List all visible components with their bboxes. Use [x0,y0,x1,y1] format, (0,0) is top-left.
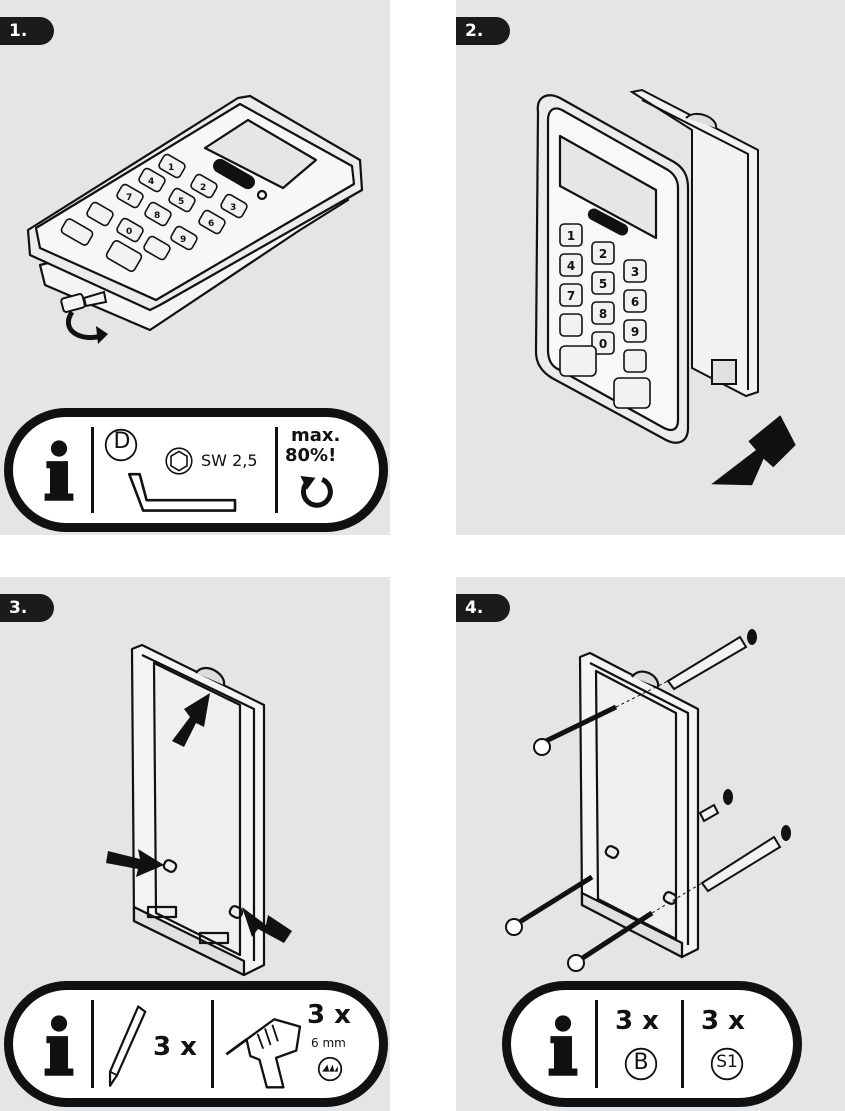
key-label: 2 [200,183,206,193]
key-label: 3 [631,265,639,279]
label-s1: S1 [716,1052,738,1072]
drill-icon [225,1018,302,1089]
key-label: 8 [599,307,607,321]
key-label: 0 [599,337,607,351]
divider [91,1000,94,1088]
hex-nut-icon [165,447,193,475]
info-icon [44,1015,74,1076]
divider [275,427,278,513]
info-icon [44,440,74,501]
label-b: B [633,1050,649,1075]
count-s1: 3 x [701,1006,745,1036]
step-number-badge: 3. [0,594,54,622]
step-4-panel: 4. [456,577,845,1111]
divider [595,1000,598,1088]
drill-size: 6 mm [311,1036,346,1050]
step-number-badge: 1. [0,17,54,45]
s1-circle-icon [710,1047,744,1081]
divider [91,427,94,513]
key-label: 4 [148,177,154,187]
divider [211,1000,214,1088]
step-number-badge: 2. [456,17,510,45]
key-label: 6 [631,295,639,309]
hex-size-label: SW 2,5 [201,451,258,470]
divider [681,1000,684,1088]
pencil-icon [108,1005,147,1087]
drill-count: 3 x [307,1000,351,1030]
allen-key-icon [127,472,237,512]
key-label: 0 [126,227,132,237]
key-label: 3 [230,203,236,213]
masonry-bit-icon [317,1056,343,1082]
info-bar: 3 x 3 x 6 mm [4,981,388,1107]
key-label: 1 [168,163,174,173]
backplate-marking-illustration [106,643,292,977]
torque-line-1: max. [291,425,341,446]
key-label: 7 [567,289,575,303]
info-bar: D SW 2,5 max. 80%! [4,408,388,532]
key-label: 5 [599,277,607,291]
info-icon [548,1015,578,1076]
key-label: 4 [567,259,575,273]
key-label: 9 [631,325,639,339]
key-label: 5 [178,197,184,207]
key-label: 1 [567,229,575,243]
step-3-panel: 3. 3 x [0,577,390,1111]
pencil-count: 3 x [153,1032,197,1062]
backplate-mounting-illustration [505,629,791,972]
step-number-badge: 4. [456,594,510,622]
b-circle-icon [624,1047,658,1081]
key-label: 6 [208,219,214,229]
info-bar: 3 x B 3 x S1 [502,981,802,1107]
count-b: 3 x [615,1006,659,1036]
key-label: 9 [180,235,186,245]
tool-d-circle-icon [104,428,138,462]
step-2-panel: 2. [456,0,845,535]
keypad-screw-illustration: 1 4 2 7 5 3 8 6 0 9 [26,94,364,344]
key-label: 8 [154,211,160,221]
torque-line-2: 80%! [285,445,337,466]
key-label: 7 [126,193,132,203]
tool-letter: D [113,429,131,454]
keypad-removal-illustration: 1 2 3 4 5 6 7 8 9 0 [534,88,796,486]
step-1-panel: 1. [0,0,390,535]
rotate-left-icon [300,476,333,508]
key-label: 2 [599,247,607,261]
